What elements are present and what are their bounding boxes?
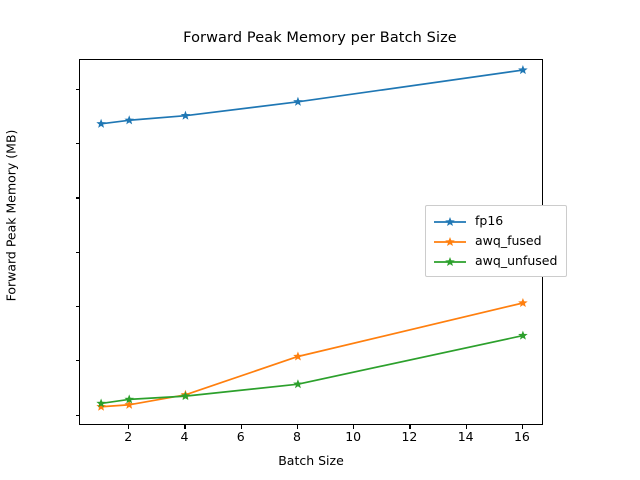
data-point-marker	[124, 394, 134, 404]
legend-label: awq_unfused	[475, 252, 558, 268]
data-point-marker	[96, 401, 106, 411]
legend-line-marker-icon	[433, 254, 467, 268]
x-tick-mark	[296, 425, 299, 429]
x-tick-mark	[240, 425, 242, 429]
chart-title: Forward Peak Memory per Batch Size	[183, 30, 457, 46]
data-point-marker	[518, 298, 528, 308]
data-point-marker	[518, 65, 528, 75]
series-awq_fused	[96, 298, 528, 411]
x-tick-mark	[465, 425, 467, 429]
data-point-marker	[124, 115, 134, 125]
data-point-marker	[124, 399, 134, 409]
x-tick-label: 12	[401, 429, 418, 444]
y-axis-label: Forward Peak Memory (MB)	[3, 129, 19, 302]
x-axis-label: Batch Size	[278, 453, 344, 468]
data-point-marker	[180, 110, 191, 120]
x-tick-label: 2	[124, 429, 133, 444]
legend-item-fp16[interactable]: fp16	[433, 211, 557, 231]
x-tick-mark	[128, 425, 130, 429]
data-point-marker	[293, 96, 303, 106]
x-tick-label: 6	[236, 429, 245, 444]
data-point-marker	[96, 118, 106, 128]
legend-label: awq_fused	[475, 232, 542, 248]
legend-item-awq_unfused[interactable]: awq_unfused	[433, 251, 557, 271]
x-tick-label: 16	[513, 429, 530, 444]
data-point-marker	[180, 391, 191, 401]
data-point-marker	[96, 398, 106, 408]
x-tick-mark	[409, 425, 411, 429]
series-fp16	[96, 65, 528, 128]
series-line	[100, 334, 524, 405]
legend-line-marker-icon	[433, 234, 467, 248]
x-tick-label: 8	[292, 429, 301, 444]
x-tick-label: 14	[457, 429, 474, 444]
x-tick-mark	[184, 425, 186, 429]
y-tick-mark	[75, 88, 79, 90]
legend-label: fp16	[475, 212, 504, 228]
chart-legend: fp16 awq_fused awq_unfused	[425, 205, 568, 277]
legend-line-marker-icon	[433, 214, 467, 228]
series-line	[100, 69, 524, 125]
data-point-marker	[293, 351, 303, 361]
data-point-marker	[518, 330, 528, 340]
x-tick-label: 10	[345, 429, 362, 444]
legend-item-awq_fused[interactable]: awq_fused	[433, 231, 557, 251]
data-point-marker	[293, 379, 303, 389]
y-tick-mark	[75, 143, 79, 145]
series-awq_unfused	[96, 330, 528, 408]
plot-svg	[96, 65, 528, 411]
y-tick-mark	[75, 197, 79, 199]
y-tick-mark	[75, 414, 79, 416]
y-tick-mark	[75, 251, 79, 253]
y-tick-mark	[75, 360, 79, 362]
y-tick-mark	[75, 306, 79, 308]
series-line	[100, 302, 524, 408]
x-tick-mark	[521, 425, 523, 429]
x-tick-mark	[353, 425, 355, 429]
x-tick-label: 4	[180, 429, 189, 444]
